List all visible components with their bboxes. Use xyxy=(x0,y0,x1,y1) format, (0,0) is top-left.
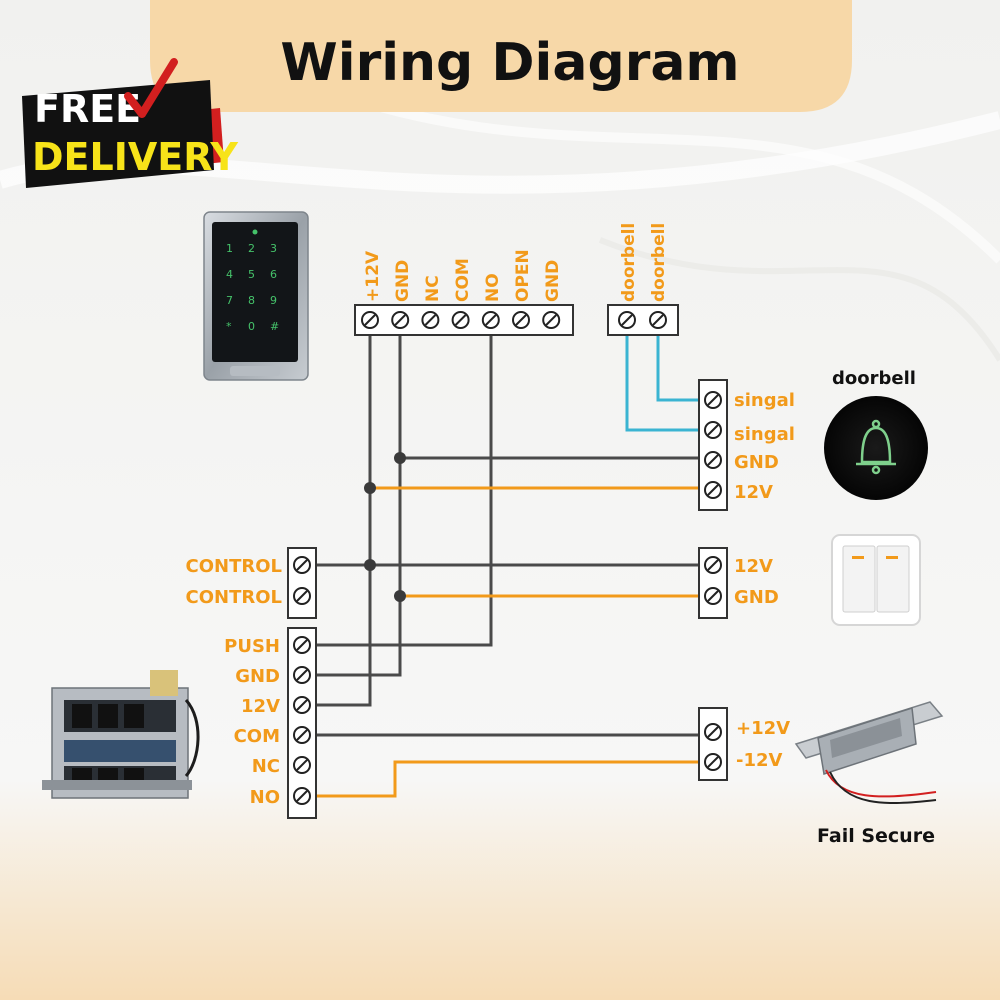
keypad-device-image: 1 2 3 4 5 6 7 8 9 * 0 # xyxy=(203,211,309,381)
junctions xyxy=(364,452,406,602)
control-block-label: CONTROL xyxy=(186,587,283,608)
keypad-terminal-labels: +12V GND NC COM NO OPEN GND xyxy=(363,249,563,302)
wire-doorbell-signal-2 xyxy=(656,320,714,402)
svg-text:3: 3 xyxy=(270,242,277,255)
terminal-screws xyxy=(293,311,722,805)
terminal-screw-icon xyxy=(512,311,530,329)
power-block-label: COM xyxy=(234,726,280,747)
terminal-screw-icon xyxy=(293,636,311,654)
keypad-terminal-label: GND xyxy=(543,260,563,302)
header-banner xyxy=(150,0,852,112)
keypad-terminal-label: GND xyxy=(393,260,413,302)
terminal-screw-icon xyxy=(451,311,470,329)
switch-block-label: GND xyxy=(734,587,779,608)
svg-text:#: # xyxy=(270,320,279,333)
terminal-screw-icon xyxy=(481,311,500,329)
page-title: Wiring Diagram xyxy=(280,33,739,93)
terminal-screw-icon xyxy=(704,753,722,771)
lock-block-label: -12V xyxy=(736,750,783,771)
svg-text:7: 7 xyxy=(226,294,233,307)
svg-text:8: 8 xyxy=(248,294,255,307)
junction-dot xyxy=(394,590,406,602)
power-block xyxy=(287,627,317,819)
power-block-label: PUSH xyxy=(224,636,280,657)
lock-caption: Fail Secure xyxy=(817,825,935,847)
keypad-terminal-label: OPEN xyxy=(513,249,533,302)
wire-no-push xyxy=(302,320,493,647)
doorbell-title: doorbell xyxy=(832,368,916,389)
power-block-label: 12V xyxy=(241,696,280,717)
terminal-screw-icon xyxy=(293,556,311,574)
electric-strike-image xyxy=(794,701,944,804)
terminal-screw-icon xyxy=(649,311,667,329)
svg-text:*: * xyxy=(226,320,232,333)
keypad-terminal-label: NC xyxy=(423,275,443,302)
svg-text:4: 4 xyxy=(226,268,233,281)
terminal-screw-icon xyxy=(421,311,440,329)
junction-dot xyxy=(364,482,376,494)
power-block-label: NC xyxy=(252,756,280,777)
doorbell-terminal-label: doorbell xyxy=(649,223,669,302)
switch-block-label: 12V xyxy=(734,556,773,577)
svg-text:6: 6 xyxy=(270,268,277,281)
terminal-screw-icon xyxy=(293,787,311,805)
power-block-label: GND xyxy=(235,666,280,687)
terminal-screw-icon xyxy=(293,696,311,714)
terminal-screw-icon xyxy=(704,451,722,469)
terminal-screw-icon xyxy=(293,666,311,684)
svg-text:2: 2 xyxy=(248,242,255,255)
terminal-screw-icon xyxy=(542,311,561,329)
keypad-terminal-label: COM xyxy=(453,258,473,302)
terminal-screw-icon xyxy=(704,587,722,605)
svg-text:0: 0 xyxy=(248,320,255,333)
doorbell-terminal-labels: doorbell doorbell xyxy=(619,223,669,302)
svg-text:1: 1 xyxy=(226,242,233,255)
background-swoosh xyxy=(298,75,1000,264)
doorbell-block-label: 12V xyxy=(734,482,773,503)
keypad-terminal-label: NO xyxy=(483,273,503,302)
keypad-terminal-label: +12V xyxy=(363,250,383,302)
terminal-screw-icon xyxy=(704,481,722,499)
doorbell-device-image xyxy=(824,396,928,500)
terminal-screw-icon xyxy=(293,756,311,774)
power-block-label: NO xyxy=(250,787,280,808)
doorbell-terminal-label: doorbell xyxy=(619,223,639,302)
terminal-screw-icon xyxy=(361,311,379,329)
badge-panel xyxy=(22,80,214,188)
lock-block-label: +12V xyxy=(736,718,790,739)
junction-dot xyxy=(364,559,376,571)
terminal-screw-icon xyxy=(704,723,722,741)
power-supply-image xyxy=(42,670,200,799)
wire-gnd-main xyxy=(302,320,402,677)
free-delivery-badge: FREE DELIVERY xyxy=(22,58,238,188)
terminal-screw-icon xyxy=(391,311,410,329)
control-block-label: CONTROL xyxy=(186,556,283,577)
terminal-screw-icon xyxy=(704,556,722,574)
terminal-screw-icon xyxy=(704,421,722,439)
terminal-screw-icon xyxy=(618,311,636,329)
doorbell-block-label: GND xyxy=(734,452,779,473)
checkmark-icon xyxy=(124,58,178,118)
bell-icon xyxy=(856,419,896,475)
doorbell-block-label: singal xyxy=(734,424,795,445)
wire-12v-main xyxy=(302,320,372,707)
wire-doorbell-signal-1 xyxy=(625,320,714,432)
switch-device-image xyxy=(831,534,921,626)
badge-line2: DELIVERY xyxy=(32,135,238,179)
terminal-screw-icon xyxy=(293,587,311,605)
terminal-screw-icon xyxy=(293,726,311,744)
background-swoosh xyxy=(598,237,1000,362)
svg-text:9: 9 xyxy=(270,294,277,307)
terminal-screw-icon xyxy=(704,391,722,409)
doorbell-block-label: singal xyxy=(734,390,795,411)
wire-no-lock xyxy=(302,760,714,798)
junction-dot xyxy=(394,452,406,464)
badge-line1: FREE xyxy=(34,87,141,131)
svg-text:5: 5 xyxy=(248,268,255,281)
